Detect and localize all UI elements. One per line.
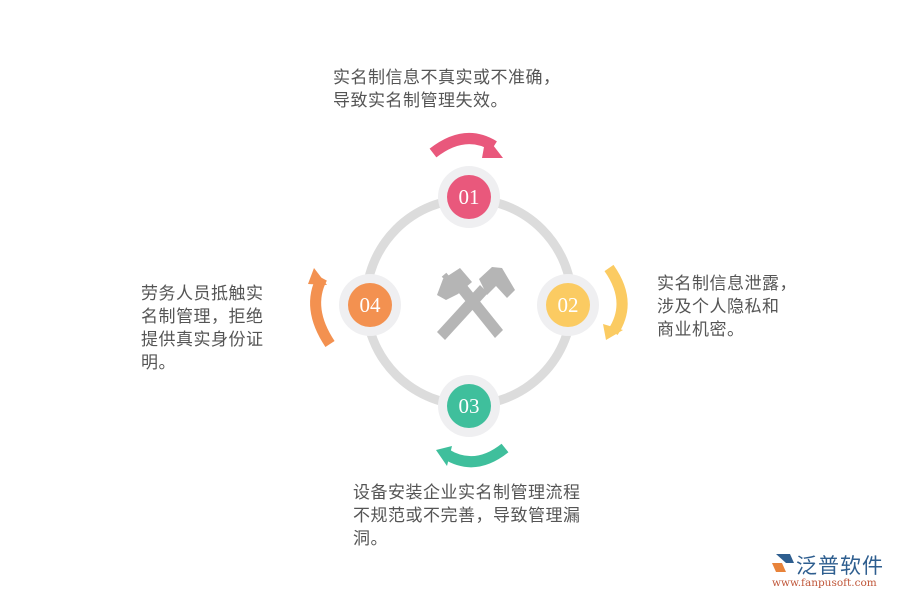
node-02-text-line: 涉及个人隐私和 [657, 297, 780, 317]
fanpu-logo-icon [772, 554, 794, 572]
crossed-hammers-icon [437, 267, 515, 340]
node-01: 01 [438, 166, 500, 228]
arrow-01-icon [429, 132, 503, 158]
node-03-label: 03 [459, 394, 480, 418]
node-03-description: 设备安装企业实名制管理流程 不规范或不完善，导致管理漏 洞。 [353, 482, 581, 551]
node-02-text-line: 实名制信息泄露， [657, 274, 797, 294]
logo-url: www.fanpusoft.com [772, 577, 877, 589]
node-01-text-line: 导致实名制管理失效。 [333, 91, 508, 111]
node-03: 03 [438, 375, 500, 437]
node-02-label: 02 [558, 293, 579, 317]
arrow-03-icon [436, 443, 509, 468]
node-01-label: 01 [459, 185, 480, 209]
node-04-description: 劳务人员抵触实 名制管理，拒绝 提供真实身份证 明。 [141, 283, 264, 375]
arrow-02-icon [603, 264, 628, 340]
node-04-text-line: 名制管理，拒绝 [141, 307, 264, 327]
node-04-text-line: 明。 [141, 353, 176, 373]
node-04-text-line: 劳务人员抵触实 [141, 284, 264, 304]
node-02-text-line: 商业机密。 [657, 320, 745, 340]
fanpu-logo: 泛普软件 www.fanpusoft.com [772, 550, 897, 595]
logo-name: 泛普软件 [796, 554, 884, 578]
node-02: 02 [537, 274, 599, 336]
node-01-text-line: 实名制信息不真实或不准确， [333, 68, 561, 88]
node-04: 04 [339, 274, 401, 336]
node-03-text-line: 设备安装企业实名制管理流程 [353, 483, 581, 503]
node-04-label: 04 [360, 293, 382, 317]
node-03-text-line: 洞。 [353, 529, 388, 549]
node-01-description: 实名制信息不真实或不准确， 导致实名制管理失效。 [333, 67, 561, 113]
node-03-text-line: 不规范或不完善，导致管理漏 [353, 506, 581, 526]
node-04-text-line: 提供真实身份证 [141, 330, 264, 350]
arrow-04-icon [308, 268, 335, 348]
node-02-description: 实名制信息泄露， 涉及个人隐私和 商业机密。 [657, 273, 797, 342]
